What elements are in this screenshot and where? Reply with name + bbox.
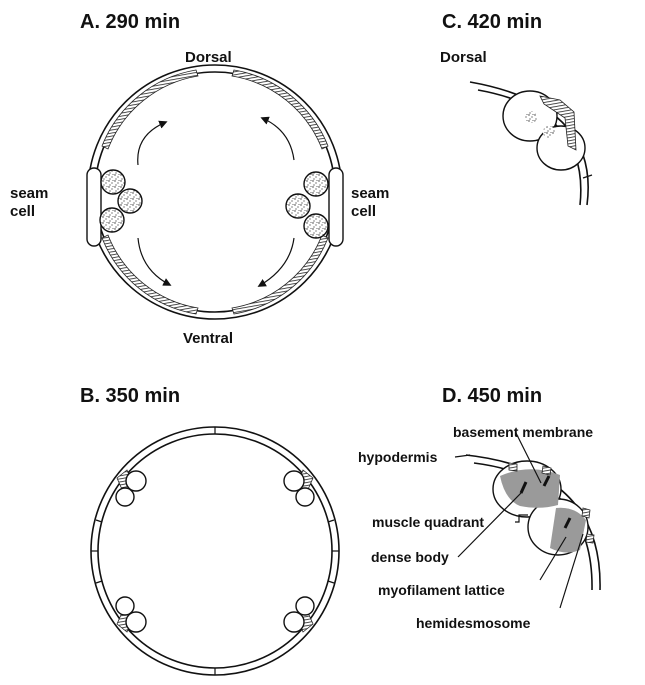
nucleus <box>525 111 537 123</box>
hemidesmosome <box>542 466 551 475</box>
muscle-cell <box>296 488 314 506</box>
dorsal-label-a: Dorsal <box>185 49 232 66</box>
muscle-band-dorsal-right <box>232 70 328 149</box>
muscle-cell <box>126 612 146 632</box>
panel-a-title: A. 290 min <box>80 11 180 33</box>
muscle-cell <box>118 189 142 213</box>
ventral-label-a: Ventral <box>183 330 233 347</box>
hemidesmosome <box>582 508 590 518</box>
muscle-cell <box>116 597 134 615</box>
hemidesmosome-label: hemidesmosome <box>416 615 531 631</box>
panel-c: C. 420 min Dorsal <box>440 11 592 205</box>
seam-cell-label-left: seam <box>10 185 48 202</box>
seam-cell-label-right-2: cell <box>351 203 376 220</box>
seam-cell-label-right: seam <box>351 185 389 202</box>
nucleus <box>543 126 555 138</box>
arrow-icon <box>138 238 170 285</box>
panel-b: B. 350 min <box>80 385 339 675</box>
arrow-icon <box>262 118 294 160</box>
arrow-icon <box>259 238 294 286</box>
muscle-cell <box>116 488 134 506</box>
panel-a: A. 290 min Dorsal Ventral seam cell seam… <box>10 11 389 347</box>
muscle-cell <box>284 612 304 632</box>
seam-cell-right <box>329 168 343 246</box>
myofilament-lattice-label: myofilament lattice <box>378 582 505 598</box>
panel-c-title: C. 420 min <box>442 11 542 33</box>
seam-cell-left <box>87 168 101 246</box>
hemidesmosome <box>586 534 594 543</box>
muscle-cell <box>304 214 328 238</box>
hypodermis-label: hypodermis <box>358 449 438 465</box>
muscle-cell <box>304 172 328 196</box>
dense-body-label: dense body <box>371 549 449 565</box>
seam-cell-label-left-2: cell <box>10 203 35 220</box>
cell-boundary <box>96 581 102 583</box>
panel-b-title: B. 350 min <box>80 385 180 407</box>
hemidesmosome <box>509 463 517 471</box>
cell-boundary <box>328 581 334 583</box>
muscle-cell <box>296 597 314 615</box>
muscle-cell <box>286 194 310 218</box>
panel-d: D. 450 min basement membrane hypodermis … <box>358 385 600 631</box>
muscle-cell <box>101 170 125 194</box>
muscle-band-ventral-left <box>102 235 198 314</box>
embryo-outer-wall-b <box>91 427 339 675</box>
embryo-inner-wall-b <box>98 434 332 668</box>
muscle-cell <box>126 471 146 491</box>
muscle-band-dorsal-left <box>102 70 198 149</box>
panel-d-title: D. 450 min <box>442 385 542 407</box>
muscle-band-ventral-right <box>232 235 328 314</box>
muscle-quadrant-label: muscle quadrant <box>372 514 484 530</box>
arrow-icon <box>138 122 166 165</box>
dorsal-label-c: Dorsal <box>440 49 487 66</box>
muscle-cell <box>284 471 304 491</box>
basement-membrane-label: basement membrane <box>453 424 593 440</box>
muscle-cell <box>100 208 124 232</box>
